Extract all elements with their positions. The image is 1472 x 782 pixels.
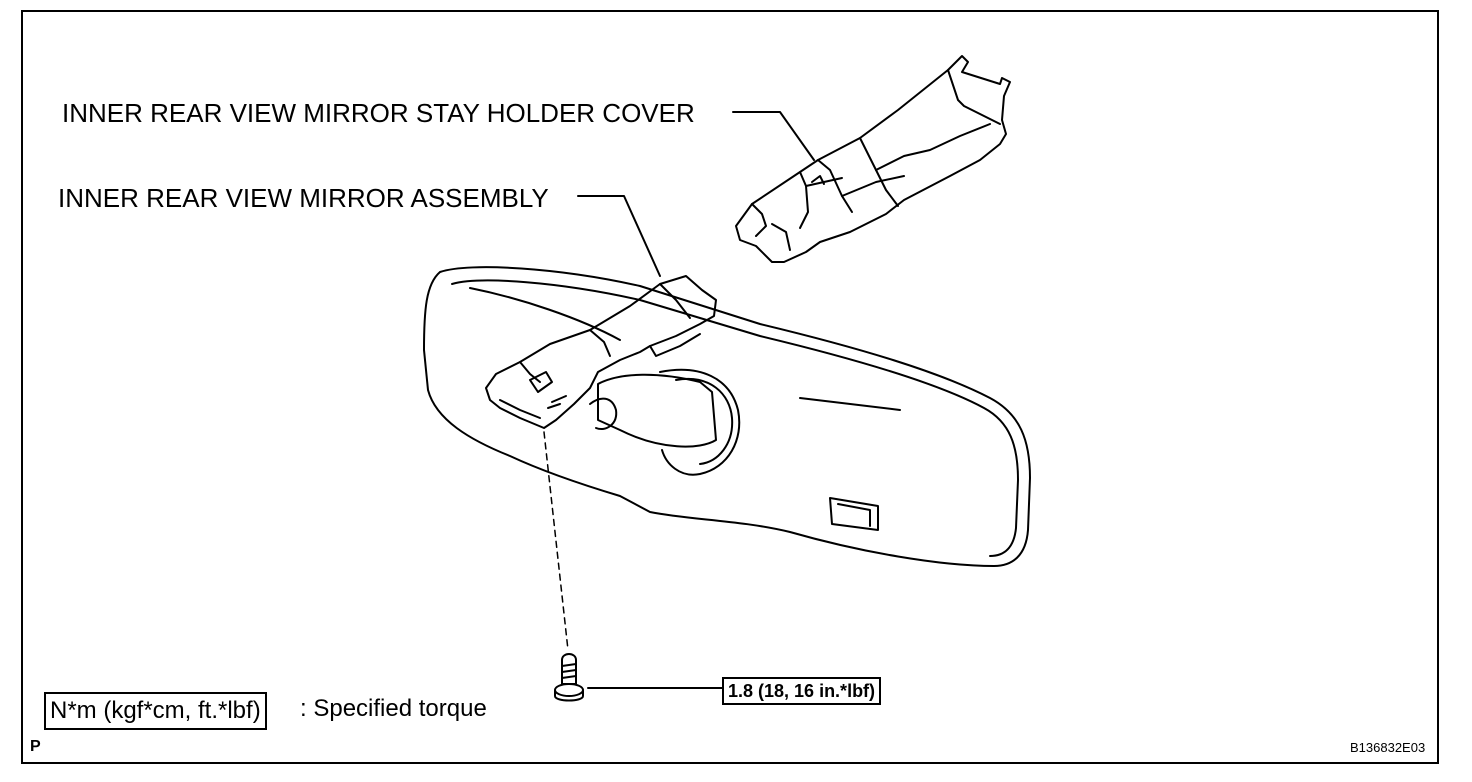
mount-bracket-drawing — [485, 275, 717, 429]
mirror-assembly-label: INNER REAR VIEW MIRROR ASSEMBLY — [58, 183, 549, 213]
stay-holder-cover-drawing — [735, 55, 1011, 263]
torque-legend-description: : Specified torque — [300, 695, 487, 722]
mirror-assembly-leader — [577, 195, 661, 277]
bolt-drawing — [554, 653, 584, 702]
bolt-guide-dashed-line — [543, 431, 569, 651]
stay-holder-cover-label: INNER REAR VIEW MIRROR STAY HOLDER COVER — [62, 98, 695, 128]
mirror-body-drawing — [423, 266, 1031, 567]
torque-value-box: 1.8 (18, 16 in.*lbf) — [722, 677, 882, 705]
stay-holder-cover-leader — [732, 111, 815, 161]
diagram-frame — [21, 10, 1439, 764]
figure-code: B136832E03 — [1350, 740, 1426, 755]
corner-mark-p: P — [30, 738, 41, 755]
torque-legend-units: N*m (kgf*cm, ft.*lbf) — [44, 692, 267, 730]
